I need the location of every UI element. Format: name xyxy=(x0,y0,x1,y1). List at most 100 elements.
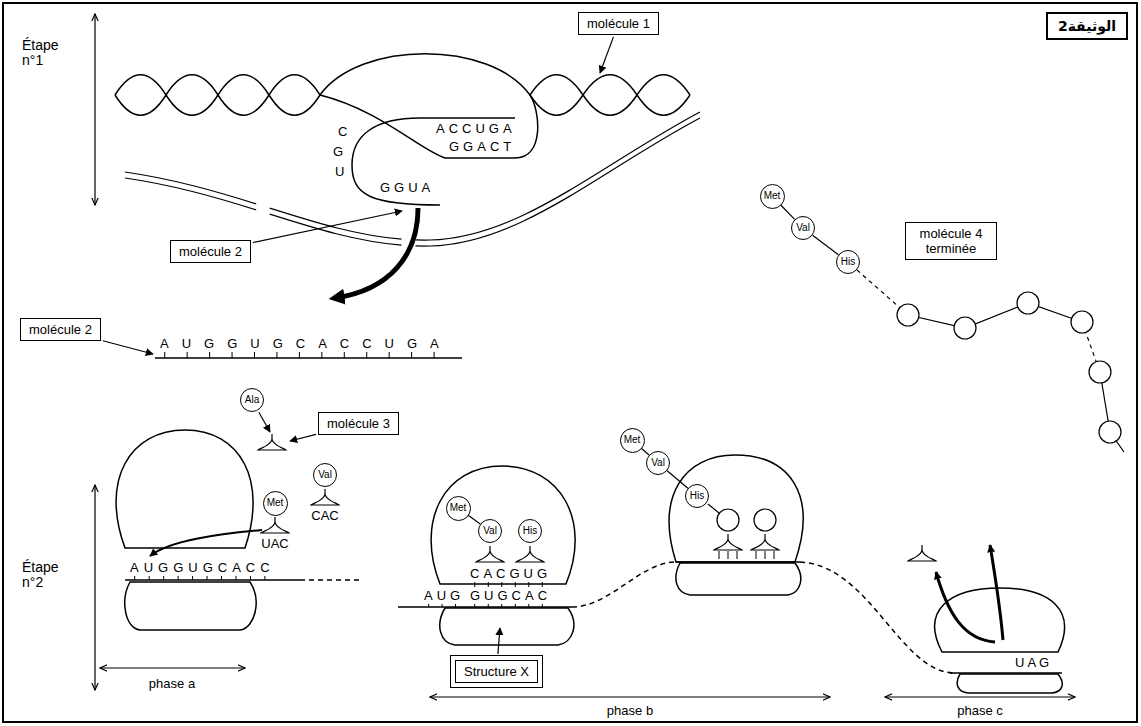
base-tick xyxy=(264,576,265,580)
base-tick xyxy=(515,582,516,587)
trna xyxy=(714,534,742,550)
node-text: Met xyxy=(450,502,467,514)
ribosome-small-subunit xyxy=(440,608,574,645)
base-tick xyxy=(299,352,300,358)
base-tick xyxy=(515,604,516,607)
molecule-label: molécule 2 xyxy=(20,318,101,341)
molecule-label: molécule 4 terminée xyxy=(905,222,997,260)
phase-arrow xyxy=(430,696,830,697)
base-tick xyxy=(488,604,489,607)
phase-label: phase c xyxy=(957,703,1003,718)
ribosome-small-subunit xyxy=(676,563,801,595)
phase-label: phase a xyxy=(149,676,195,691)
ribosome-large-subunit xyxy=(431,466,575,584)
anticodon: UAC xyxy=(261,536,288,551)
mrna-sequence: AUGGUGCACCUGA xyxy=(160,336,452,351)
ribosome-large-subunit xyxy=(116,430,253,548)
base-tick xyxy=(207,576,208,580)
molecule-label: molécule 3 xyxy=(318,412,399,435)
base-tick xyxy=(178,576,179,580)
amino-acid xyxy=(1099,421,1121,443)
mrna-strand xyxy=(125,579,300,581)
mrna-strand xyxy=(676,561,800,563)
amino-acid xyxy=(754,509,776,531)
base-tick xyxy=(321,352,322,358)
nuclear-envelope xyxy=(125,112,700,240)
base-tick xyxy=(250,576,251,580)
base-tick xyxy=(455,604,456,607)
frame xyxy=(3,3,1137,722)
mrna-strand xyxy=(398,606,572,608)
leader-line xyxy=(253,211,402,243)
release-arrow xyxy=(936,572,995,642)
mrna-strand xyxy=(800,562,955,673)
amino-acid: Val xyxy=(646,451,670,475)
base-tick xyxy=(134,576,135,580)
node-text: molécule 4 terminée xyxy=(914,226,988,256)
mrna-sequence: AUGGUGCACC xyxy=(130,560,275,575)
base-tick xyxy=(254,352,255,358)
base-tick xyxy=(192,576,193,580)
leader-line xyxy=(290,434,316,441)
mrna-strand xyxy=(300,579,360,581)
nuclear-envelope xyxy=(125,118,700,246)
base-tick xyxy=(442,604,443,607)
amino-acid: Met xyxy=(446,496,471,521)
stop-codon: UAG xyxy=(1015,655,1052,670)
node-text: الوثيقة2 xyxy=(1058,17,1116,35)
amino-acid: Val xyxy=(478,519,502,543)
node-text: His xyxy=(523,525,537,537)
leader-line xyxy=(600,37,613,73)
amino-acid: His xyxy=(685,484,709,508)
node-text: Met xyxy=(764,190,781,202)
amino-acid: His xyxy=(518,519,542,543)
base-tick xyxy=(501,582,502,587)
amino-acid: Ala xyxy=(240,388,264,412)
base-tick xyxy=(164,352,165,358)
rna-strand xyxy=(352,118,515,205)
stage-label: Étape n°2 xyxy=(22,560,74,590)
base-tick xyxy=(411,352,412,358)
base-tick xyxy=(149,576,150,580)
base-tick xyxy=(528,604,529,607)
amino-acid: Met xyxy=(760,184,785,209)
node-text: molécule 2 xyxy=(179,244,242,259)
dna-sequence: GGACT xyxy=(449,139,515,154)
base-tick xyxy=(542,582,543,587)
release-arrow xyxy=(990,545,1003,640)
phase-label: phase b xyxy=(607,703,653,718)
node-text: Met xyxy=(267,497,284,509)
amino-acid xyxy=(717,509,739,531)
node-text: Val xyxy=(651,457,665,469)
mrna-strand xyxy=(572,562,676,607)
amino-acid: Val xyxy=(791,216,815,240)
base-tick xyxy=(542,604,543,607)
phase-arrow xyxy=(885,696,1075,697)
base-tick xyxy=(528,582,529,587)
codon: AUG xyxy=(424,588,464,603)
node-text: Met xyxy=(624,434,641,446)
node-text: Val xyxy=(796,222,810,234)
base-tick xyxy=(474,582,475,587)
rna-base: U xyxy=(335,164,344,179)
peptide-bond xyxy=(468,515,480,524)
rna-base: C xyxy=(338,124,347,139)
base-tick xyxy=(389,352,390,358)
base-tick xyxy=(163,576,164,580)
molecule-label: molécule 1 xyxy=(578,12,659,35)
trna xyxy=(311,489,339,505)
export-arrow xyxy=(335,208,418,298)
stage-arrow xyxy=(94,485,95,690)
node-text: molécule 1 xyxy=(587,16,650,31)
peptide-bond xyxy=(908,303,1082,328)
structure-label: Structure X xyxy=(455,660,538,683)
document-number: الوثيقة2 xyxy=(1046,12,1128,40)
base-tick xyxy=(366,352,367,358)
base-tick xyxy=(434,352,435,358)
base-tick xyxy=(209,352,210,358)
leader-line xyxy=(103,341,153,354)
rna-sequence: GGUA xyxy=(380,180,434,195)
trna xyxy=(261,517,289,533)
anticodon: CAC xyxy=(311,508,338,523)
mrna-sequence: GUGCAC xyxy=(470,588,551,603)
